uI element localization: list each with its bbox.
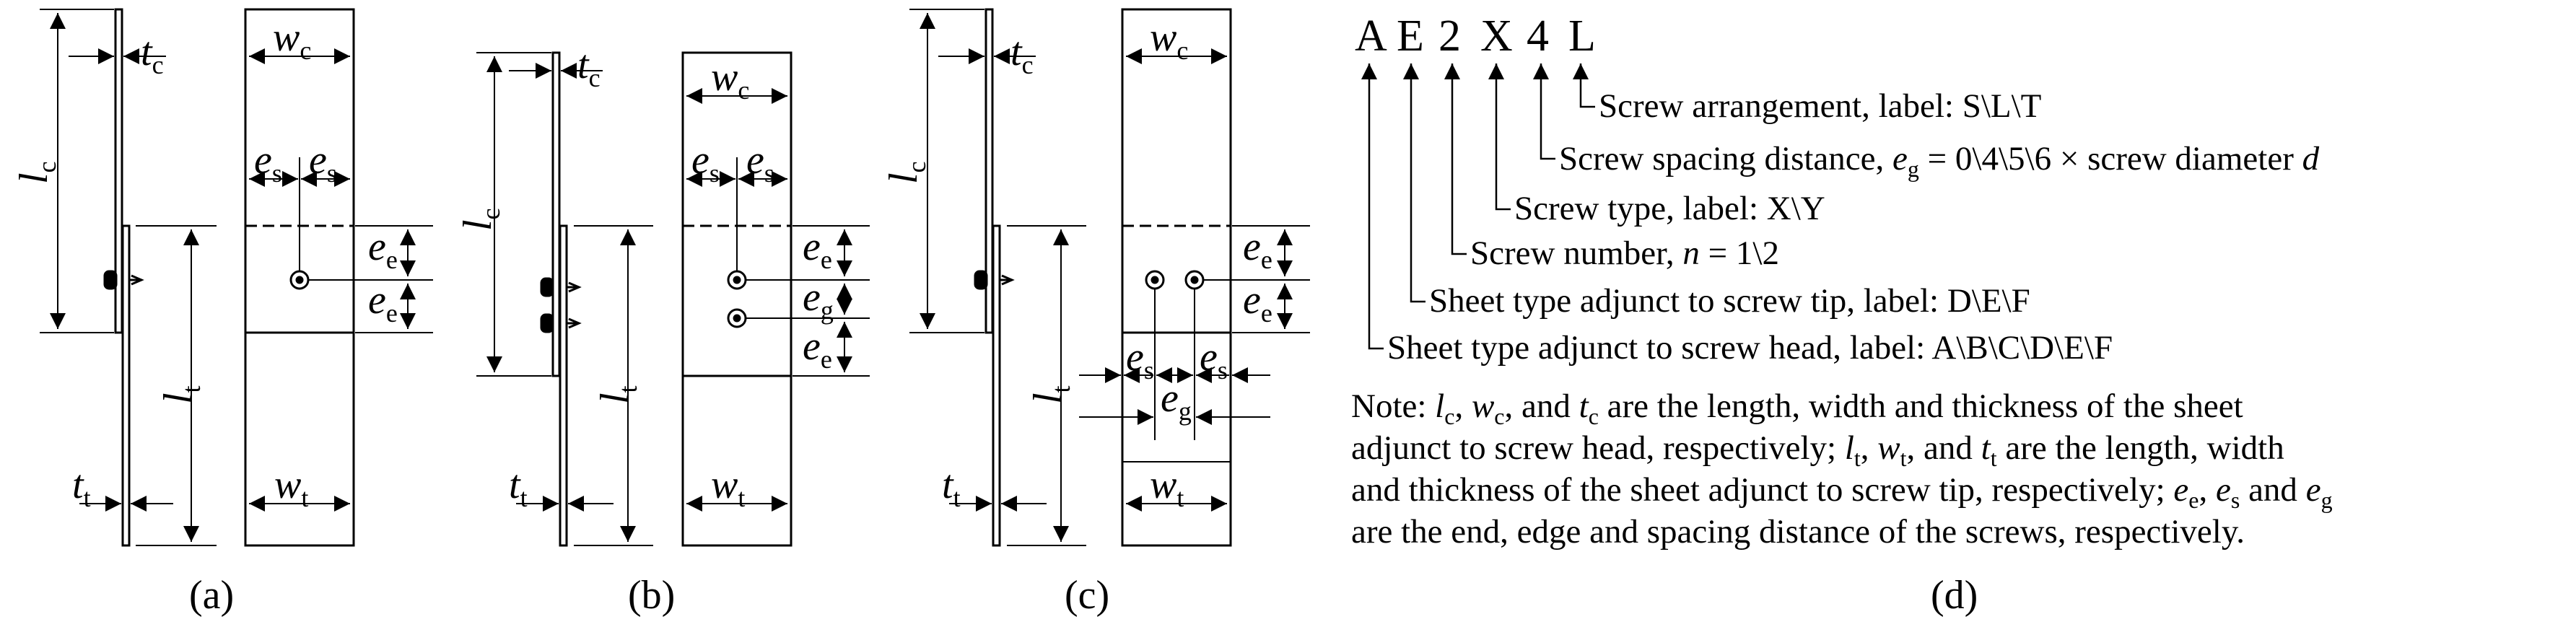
es-label-b2: es — [746, 138, 774, 188]
panel-c — [909, 8, 1310, 547]
es-label-b1: es — [691, 138, 720, 188]
note-line-2: adjunct to screw head, respectively; lt,… — [1351, 429, 2284, 471]
wt-label-c: wt — [1150, 462, 1184, 512]
plan-view-b — [681, 51, 793, 547]
lt-label-a: lt — [156, 385, 206, 404]
code-letters: A E 2 X 4 L — [1355, 12, 1596, 61]
panel-a — [40, 8, 433, 547]
wc-label-b: wc — [711, 55, 749, 105]
tt-label-c: tt — [942, 462, 961, 512]
wt-label-b: wt — [711, 462, 745, 512]
desc-head-sheet: Sheet type adjunct to screw head, label:… — [1387, 329, 2113, 367]
ee-label-a1: ee — [368, 224, 398, 274]
note-line-4: are the end, edge and spacing distance o… — [1351, 513, 2245, 551]
screw-head-icon — [103, 270, 118, 290]
es-label-a1: es — [254, 138, 282, 188]
wc-label-c: wc — [1150, 15, 1188, 65]
plan-view-c — [1121, 8, 1232, 547]
screw-head-icon — [540, 313, 554, 333]
note-line-3: and thickness of the sheet adjunct to sc… — [1351, 471, 2333, 513]
lc-label-a: lc — [12, 161, 61, 184]
code-leader-lines — [1361, 63, 1595, 350]
tc-label-a: tc — [141, 30, 164, 79]
caption-d: (d) — [1931, 573, 1978, 618]
desc-screw-type: Screw type, label: X\Y — [1514, 190, 1825, 227]
ee-label-c1: ee — [1243, 224, 1272, 274]
wc-label-a: wc — [273, 15, 311, 65]
ee-label-b1: ee — [803, 224, 832, 274]
panel-b — [476, 51, 870, 547]
es-label-c1: es — [1126, 335, 1154, 385]
code-letter-4: 4 — [1527, 12, 1549, 61]
lc-label-b: lc — [455, 208, 505, 231]
lc-label-c: lc — [881, 161, 931, 184]
caption-b: (b) — [628, 573, 675, 618]
desc-screw-number: Screw number, n = 1\2 — [1470, 234, 1779, 272]
es-label-c2: es — [1200, 335, 1228, 385]
screw-head-icon — [540, 277, 554, 297]
code-letter-l: L — [1568, 12, 1596, 61]
code-letter-x: X — [1480, 12, 1513, 61]
caption-c: (c) — [1065, 573, 1109, 618]
wt-label-a: wt — [274, 462, 308, 512]
desc-spacing: Screw spacing distance, eg = 0\4\5\6 × s… — [1559, 140, 2320, 182]
tc-label-c: tc — [1010, 30, 1034, 79]
desc-tip-sheet: Sheet type adjunct to screw tip, label: … — [1429, 282, 2030, 320]
code-letter-e: E — [1397, 12, 1424, 61]
tt-label-b: tt — [509, 462, 528, 512]
ee-label-a2: ee — [368, 278, 398, 328]
lt-label-b: lt — [593, 385, 642, 404]
ee-label-b2: ee — [803, 324, 832, 374]
note-line-1: Note: lc, wc, and tc are the length, wid… — [1351, 387, 2243, 429]
eg-label-b: eg — [803, 275, 834, 325]
screw-head-icon — [974, 270, 988, 290]
caption-a: (a) — [189, 573, 234, 618]
tc-label-b: tc — [577, 43, 601, 92]
eg-label-c: eg — [1161, 376, 1192, 426]
ee-label-c2: ee — [1243, 278, 1272, 328]
tt-label-a: tt — [72, 462, 91, 512]
desc-arrangement: Screw arrangement, label: S\L\T — [1599, 87, 2041, 125]
code-letter-2: 2 — [1438, 12, 1461, 61]
lt-label-c: lt — [1026, 385, 1075, 404]
code-letter-a: A — [1355, 12, 1387, 61]
es-label-a2: es — [309, 138, 337, 188]
